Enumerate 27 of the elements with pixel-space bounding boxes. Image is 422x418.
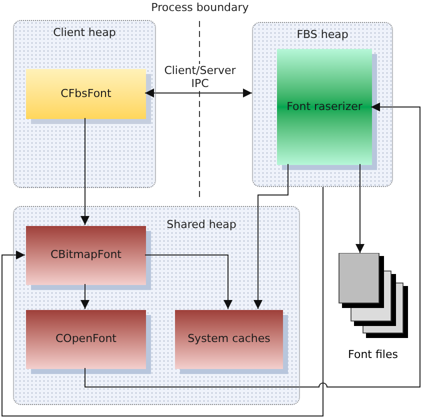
class-box	[26, 310, 146, 369]
heap-region	[252, 22, 393, 187]
edge-label: Client/Server IPC	[162, 64, 238, 90]
arrow	[80, 284, 90, 310]
class-box	[26, 226, 146, 285]
box-label: CFbsFont	[60, 86, 112, 102]
class-box	[26, 69, 146, 119]
arrow	[84, 102, 420, 388]
arrow	[254, 164, 288, 310]
heap-region	[13, 20, 156, 188]
process-box	[277, 49, 372, 165]
region-title: Shared heap	[166, 217, 238, 233]
box-label: Font files	[348, 347, 398, 363]
class-box	[175, 310, 283, 369]
heap-region	[13, 206, 300, 405]
box-label: COpenFont	[55, 331, 116, 348]
arrow	[80, 118, 90, 226]
arrow	[356, 164, 364, 254]
arrow	[144, 254, 232, 310]
arrow	[144, 88, 252, 98]
boundary-label: Process boundary	[150, 0, 250, 16]
region-title: FBS heap	[296, 27, 350, 43]
box-label: CBitmapFont	[50, 247, 122, 264]
region-title: Client heap	[52, 25, 117, 41]
box-label: System caches	[188, 331, 270, 348]
arrow	[2, 186, 324, 416]
box-label: Font raserizer	[286, 98, 362, 115]
